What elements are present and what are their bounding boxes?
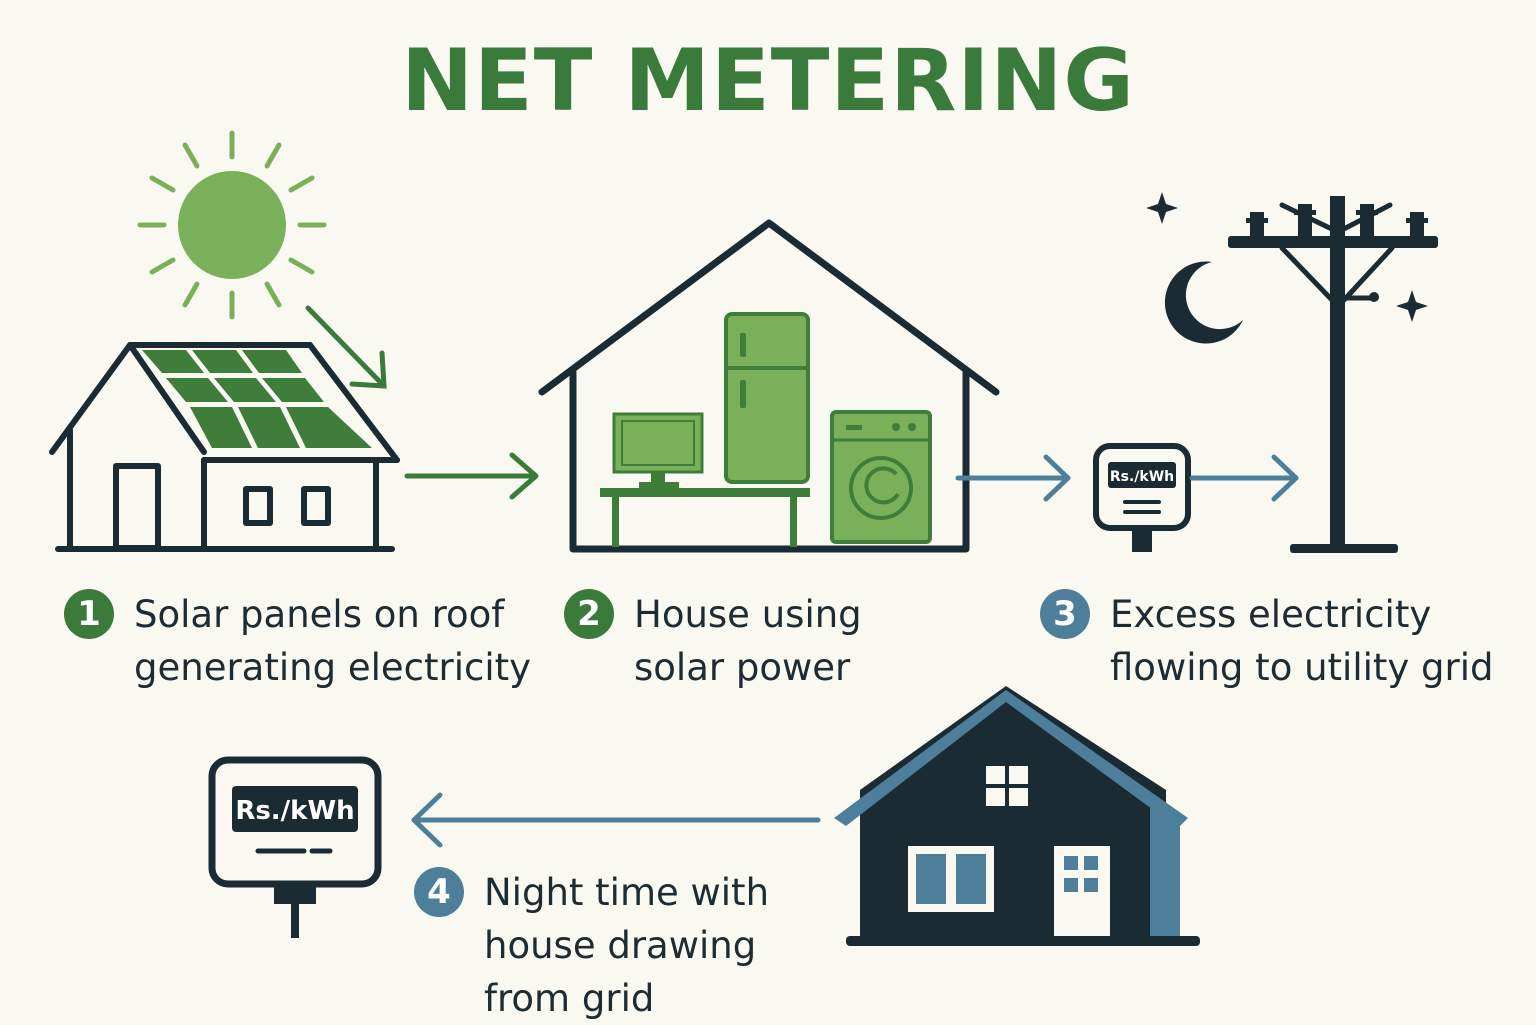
flow-arrow-2-icon bbox=[955, 454, 1071, 502]
step-number-badge: 2 bbox=[564, 589, 614, 639]
page-title: NET METERING bbox=[401, 31, 1135, 131]
large-electric-meter-icon: Rs./kWh bbox=[208, 756, 382, 938]
flow-arrow-3-icon bbox=[1189, 454, 1299, 502]
step-4-line-2: house drawing bbox=[484, 924, 757, 967]
moon-icon bbox=[1164, 261, 1243, 344]
step-1-line-1: Solar panels on roof bbox=[134, 593, 505, 636]
star-icon bbox=[1146, 192, 1178, 224]
sun-icon bbox=[137, 130, 327, 320]
flow-arrow-4-icon bbox=[411, 792, 821, 848]
step-3-line-1: Excess electricity bbox=[1110, 593, 1432, 636]
star-icon-small bbox=[1396, 290, 1428, 322]
night-house-icon bbox=[834, 686, 1200, 946]
flow-arrow-1-icon bbox=[404, 452, 539, 500]
solar-panels-icon bbox=[142, 350, 372, 448]
washing-machine-icon bbox=[830, 410, 932, 544]
utility-pole-icon bbox=[1228, 196, 1438, 553]
refrigerator-icon bbox=[724, 312, 810, 484]
step-3: 3 Excess electricity flowing to utility … bbox=[1040, 588, 1494, 694]
step-2: 2 House using solar power bbox=[564, 588, 862, 694]
step-number-badge: 1 bbox=[64, 589, 114, 639]
large-meter-label: Rs./kWh bbox=[235, 796, 354, 826]
sunlight-arrow-icon bbox=[305, 305, 387, 389]
step-1: 1 Solar panels on roof generating electr… bbox=[64, 588, 531, 694]
step-number-badge: 3 bbox=[1040, 589, 1090, 639]
step-4-line-1: Night time with bbox=[484, 871, 770, 914]
step-number-badge: 4 bbox=[414, 867, 464, 917]
solar-house-icon bbox=[49, 342, 400, 552]
small-meter-label: Rs./kWh bbox=[1110, 469, 1174, 485]
step-2-line-2: solar power bbox=[634, 646, 851, 689]
step-3-line-2: flowing to utility grid bbox=[1110, 646, 1494, 689]
house-appliances-icon bbox=[538, 219, 1000, 553]
step-4: 4 Night time with house drawing from gri… bbox=[414, 866, 769, 1025]
step-1-line-2: generating electricity bbox=[134, 646, 532, 689]
step-4-line-3: from grid bbox=[484, 977, 655, 1020]
step-2-line-1: House using bbox=[634, 593, 862, 636]
electric-meter-icon: Rs./kWh bbox=[1093, 443, 1191, 552]
